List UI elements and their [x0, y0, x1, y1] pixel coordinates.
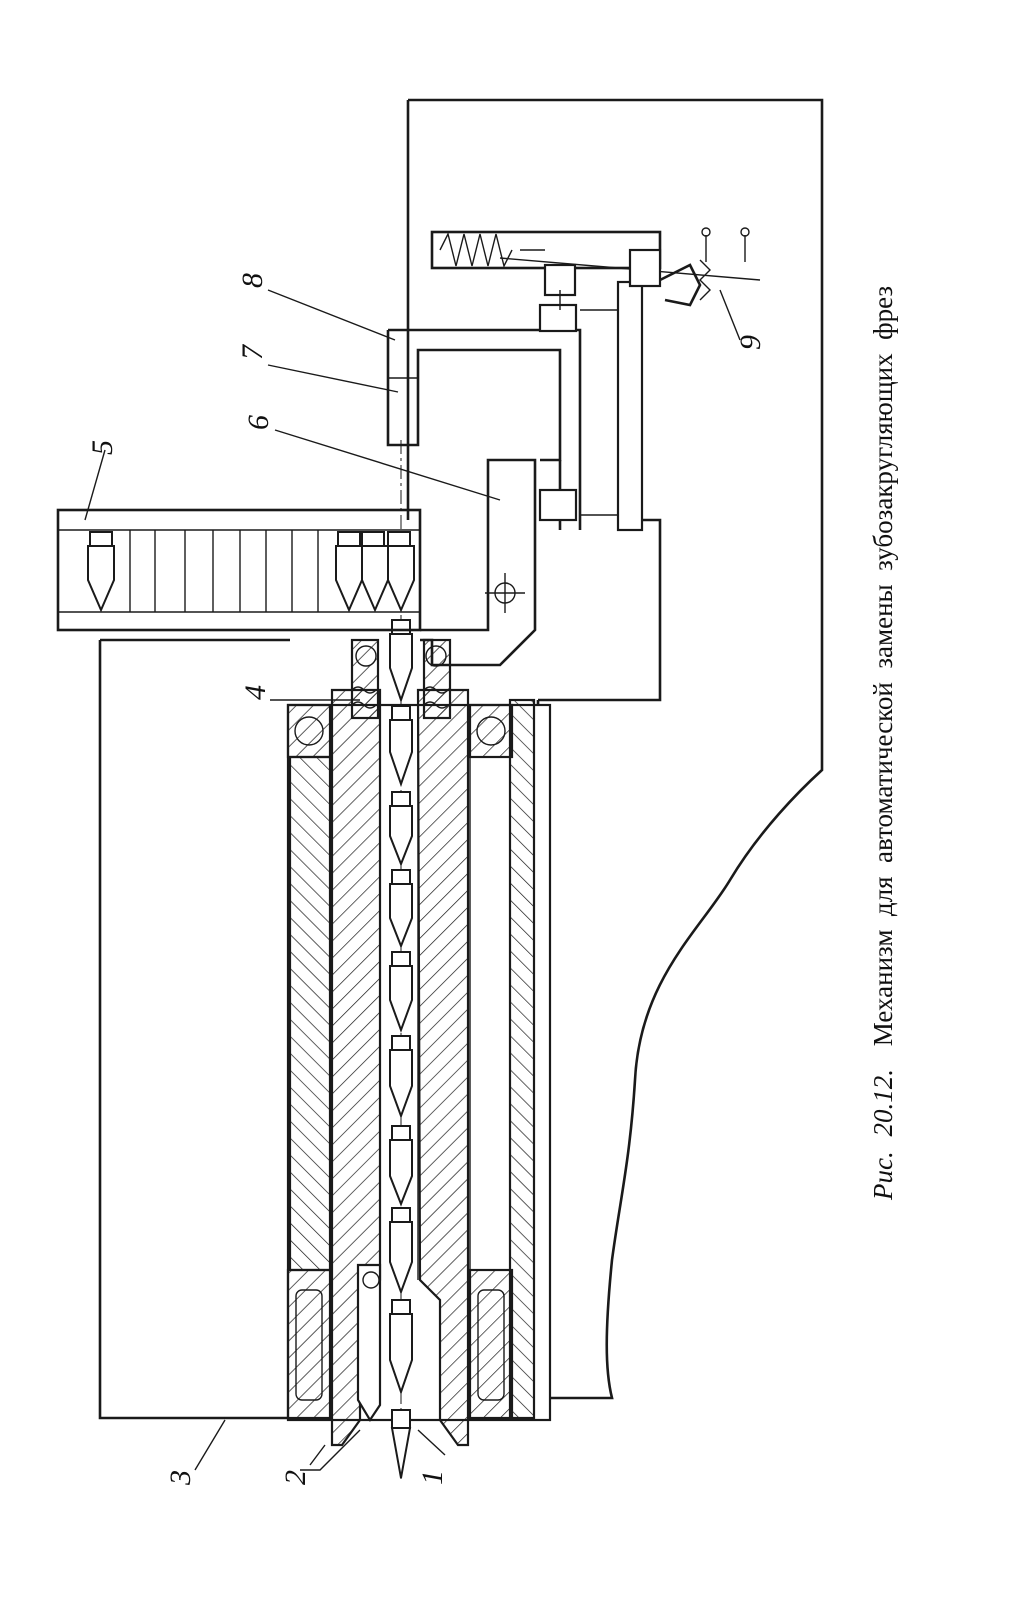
label-2: 2 — [279, 1470, 312, 1485]
caption-prefix: Рис. — [868, 1151, 898, 1201]
leader-lines — [84, 289, 741, 1471]
label-8: 8 — [236, 273, 269, 288]
clamp-2 — [356, 1263, 382, 1423]
label-5: 5 — [86, 440, 119, 455]
pusher-7-8 — [386, 303, 582, 530]
spindle-1 — [330, 688, 470, 1447]
label-9: 9 — [734, 335, 767, 350]
label-6: 6 — [242, 415, 275, 430]
label-4: 4 — [239, 685, 272, 700]
cutter-stack — [389, 619, 413, 1479]
figure-caption: Рис. 20.12. Механизм для автоматической … — [868, 286, 898, 1201]
lever-6 — [420, 458, 537, 667]
label-7: 7 — [236, 343, 269, 360]
label-3: 3 — [164, 1470, 197, 1486]
caption-text: Механизм для автоматической замены зубоз… — [868, 286, 898, 1046]
label-1: 1 — [416, 1470, 449, 1485]
drive-mechanism — [430, 227, 761, 532]
part-labels: 1 2 3 4 5 6 7 8 9 — [86, 273, 767, 1486]
collet-4 — [350, 638, 452, 720]
magazine-5 — [56, 508, 422, 632]
caption-number: 20.12. — [868, 1069, 898, 1137]
